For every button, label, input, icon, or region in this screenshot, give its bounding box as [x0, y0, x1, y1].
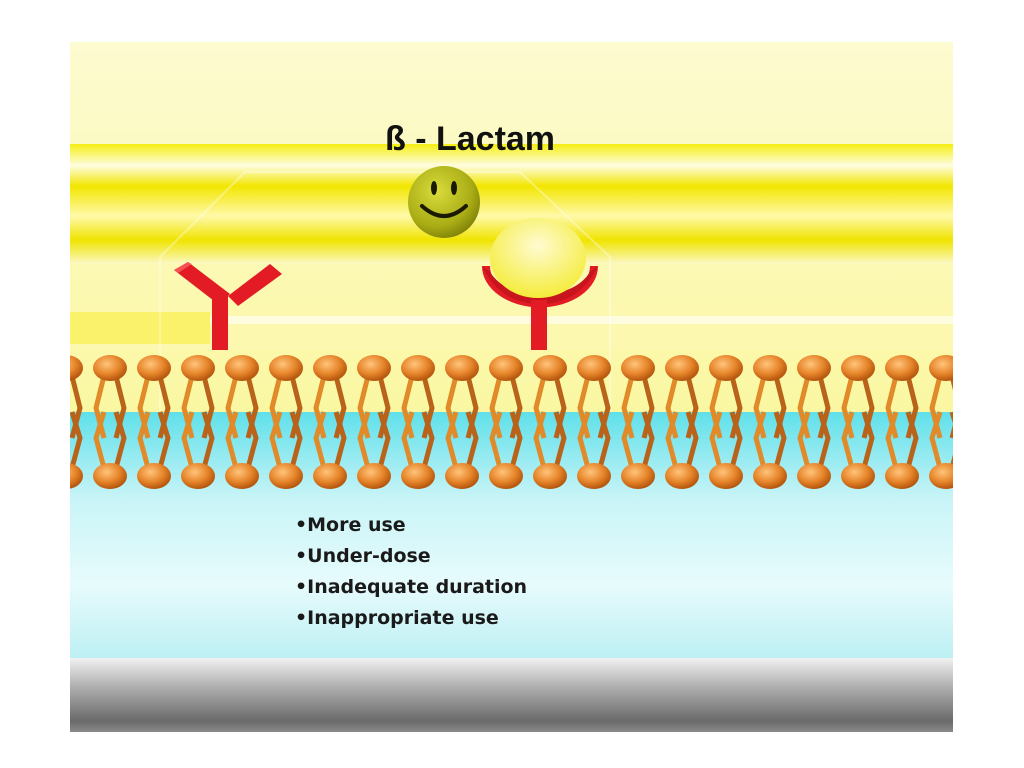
smiley-face-icon [408, 166, 480, 238]
membrane-diagram [70, 42, 953, 732]
y-receptor-icon [174, 262, 282, 350]
bullet-more-use: •More use [295, 514, 406, 536]
bullet-list: •More use •Under-dose •Inadequate durati… [295, 510, 527, 634]
slide: ß - Lactam •More use •Under-dose •Inadeq… [70, 42, 953, 732]
bullet-under-dose: •Under-dose [295, 545, 431, 567]
slide-title: ß - Lactam [385, 120, 556, 158]
bullet-inappropriate-use: •Inappropriate use [295, 607, 499, 629]
bullet-inadequate-duration: •Inadequate duration [295, 576, 528, 598]
bound-receptor-icon [482, 218, 598, 350]
lipid-bilayer [70, 355, 953, 489]
